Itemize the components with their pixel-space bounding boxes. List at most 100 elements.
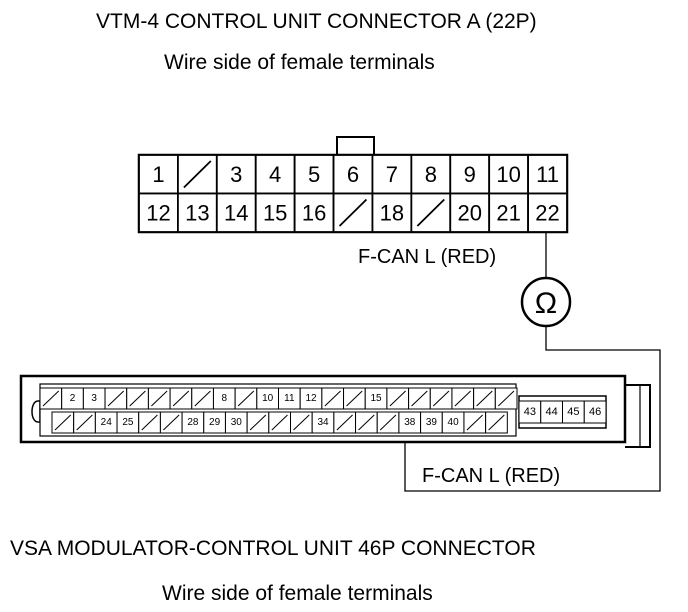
terminal-a-r2-7: 18 (371, 192, 413, 233)
terminal-number: 6 (347, 162, 359, 187)
terminal-b-r1-19 (429, 387, 453, 410)
terminal-b-r2-2 (73, 411, 96, 434)
connector-b-subtitle: Wire side of female terminals (162, 582, 433, 605)
terminal-b-r2-15 (355, 411, 378, 434)
terminal-b-r1-11: 10 (256, 387, 279, 410)
terminal-number: 12 (146, 200, 170, 225)
terminal-b-r2-1 (51, 411, 75, 434)
unused-cavity-slash (194, 390, 211, 407)
terminal-a-r2-1: 12 (138, 192, 179, 233)
terminal-a-r1-4: 4 (254, 154, 296, 195)
terminal-b-r2-4: 25 (116, 411, 140, 434)
unused-cavity-slash (141, 414, 158, 431)
terminal-number: 15 (371, 393, 383, 404)
terminal-number: 10 (262, 393, 274, 404)
ohmmeter: Ω (404, 232, 661, 492)
terminal-number: 21 (496, 200, 520, 225)
terminal-b-r1-9: 8 (212, 387, 236, 410)
connector-a-lock-tab (336, 136, 375, 156)
terminal-b-r2-9: 30 (224, 411, 248, 434)
terminal-number: 44 (546, 406, 558, 418)
terminal-a-r1-1: 1 (138, 154, 179, 195)
terminal-number: 11 (284, 393, 295, 404)
connector-a-subtitle: Wire side of female terminals (164, 51, 435, 74)
terminal-a-r2-4: 15 (254, 192, 296, 233)
terminal-number: 28 (187, 417, 199, 428)
terminal-b-r1-6 (147, 387, 171, 410)
terminal-b-r2-16 (376, 411, 400, 434)
unused-cavity-slash (54, 414, 72, 431)
terminal-a-r2-3: 14 (215, 192, 257, 233)
terminal-a-r1-8: 8 (410, 154, 452, 195)
unused-cavity-slash (237, 390, 255, 407)
terminal-b-r1-2: 2 (61, 387, 84, 410)
unused-cavity-slash (107, 390, 125, 407)
terminal-number: 43 (524, 406, 536, 418)
unused-cavity-slash (358, 414, 375, 431)
unused-cavity-slash (172, 390, 190, 407)
terminal-b-r1-1 (39, 387, 63, 410)
terminal-b-r1-8 (191, 387, 214, 410)
connector-b-side-clip (31, 400, 41, 423)
terminal-number: 15 (263, 200, 287, 225)
terminal-number: 30 (231, 417, 243, 428)
terminal-number: 7 (386, 162, 398, 187)
terminal-a-r2-8 (410, 192, 452, 233)
terminal-number: 2 (70, 393, 76, 404)
terminal-b-r1-5 (126, 387, 149, 410)
terminal-number: 3 (230, 162, 242, 187)
unused-cavity-slash (488, 414, 505, 431)
terminal-number: 40 (448, 417, 460, 428)
terminal-number: 46 (589, 406, 601, 418)
terminal-a-r1-11: 11 (527, 154, 568, 195)
terminal-b-r2-18: 39 (420, 411, 443, 434)
unused-cavity-slash (324, 390, 341, 407)
probe-lead-b (404, 326, 661, 492)
terminal-a-r2-10: 21 (488, 192, 529, 233)
terminal-number: 14 (224, 200, 248, 225)
terminal-b-r1-22 (494, 387, 518, 410)
terminal-a-r1-9: 9 (449, 154, 491, 195)
terminal-b-r2-12 (290, 411, 313, 434)
terminal-number: 5 (308, 162, 320, 187)
terminal-b-r2-5 (138, 411, 161, 434)
unused-cavity-slash (416, 198, 445, 227)
terminal-b-r2-10 (246, 411, 270, 434)
unused-cavity-slash (293, 414, 310, 431)
unused-cavity-slash (336, 414, 353, 431)
terminal-number: 11 (536, 162, 559, 187)
terminal-b-r1-21 (473, 387, 496, 410)
unused-cavity-slash (151, 390, 168, 407)
terminal-a-r1-3: 3 (215, 154, 257, 195)
unused-cavity-slash (346, 390, 363, 407)
terminal-b-r2-6 (159, 411, 183, 434)
terminal-a-r1-2 (177, 154, 218, 195)
unused-cavity-slash (454, 390, 471, 407)
unused-cavity-slash (271, 414, 288, 431)
terminal-b-r1-7 (169, 387, 193, 410)
terminal-a-r1-7: 7 (371, 154, 413, 195)
terminal-number: 20 (457, 200, 481, 225)
terminal-b-r2-7: 28 (181, 411, 205, 434)
terminal-b-r2-11 (268, 411, 291, 434)
terminal-b-right-3: 45 (562, 400, 585, 424)
terminal-a-r1-5: 5 (293, 154, 335, 195)
terminal-number: 9 (464, 162, 476, 187)
terminal-b-r1-3: 3 (82, 387, 106, 410)
terminal-number: 22 (535, 200, 559, 225)
terminal-a-r2-9: 20 (449, 192, 491, 233)
unused-cavity-slash (497, 390, 515, 407)
terminal-number: 39 (426, 417, 438, 428)
terminal-b-r2-8: 29 (203, 411, 226, 434)
terminal-number: 24 (101, 417, 113, 428)
connector-b-wire-label: F-CAN L (RED) (422, 465, 560, 487)
terminal-b-r2-17: 38 (398, 411, 422, 434)
terminal-b-right-2: 44 (540, 400, 563, 424)
unused-cavity-slash (76, 414, 93, 431)
unused-cavity-slash (476, 390, 493, 407)
terminal-number: 16 (302, 200, 326, 225)
terminal-number: 12 (305, 393, 317, 404)
unused-cavity-slash (183, 160, 212, 189)
connector-a-wire-label: F-CAN L (RED) (358, 246, 496, 268)
